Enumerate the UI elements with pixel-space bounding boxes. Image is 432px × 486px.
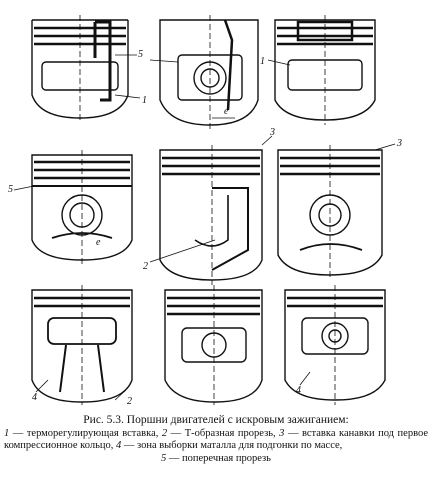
callout-5: 5 (138, 49, 143, 60)
legend-text: — зона выборки маталла для подгонки по м… (121, 440, 343, 451)
piston-drawing-9 (284, 285, 386, 405)
callout-1: 1 (260, 56, 265, 67)
callout-4: 4 (296, 385, 301, 396)
callout-1: 1 (142, 95, 147, 106)
legend-number: 3 (279, 427, 285, 439)
legend-text: — вставка канавки под первое компрессион… (4, 427, 429, 452)
caption-title: Рис. 5.3. Поршни двигателей с искровым з… (83, 414, 349, 426)
piston-drawing-5 (149, 135, 273, 285)
piston-drawing-4 (13, 150, 133, 265)
legend-text: — терморегулирующая вставка, (9, 427, 162, 439)
legend-text: — поперечная прорезь (166, 452, 271, 464)
callout-2: 2 (143, 261, 148, 272)
callout-2: 2 (127, 396, 132, 407)
piston-drawing-6 (277, 143, 396, 280)
legend-text: — Т-образная прорезь, (167, 427, 280, 439)
callout-5: 5 (8, 184, 13, 195)
piston-drawing-1 (31, 15, 141, 122)
callout-e: e (96, 237, 101, 248)
legend-number: 4 (115, 440, 122, 451)
piston-drawings-figure: 5 1 e 1 5 e 2 3 3 4 2 4 (8, 15, 402, 407)
legend-number: 2 (161, 427, 168, 439)
callout-3: 3 (270, 127, 275, 138)
piston-drawing-3 (267, 15, 376, 125)
legend-number: 5 (161, 452, 167, 464)
callout-4: 4 (32, 392, 37, 403)
callout-e: e (224, 106, 229, 117)
piston-drawing-2 (149, 15, 259, 130)
piston-drawing-7 (31, 285, 133, 405)
caption-legend-last: 5 — поперечная прорезь (4, 453, 428, 466)
callout-3: 3 (397, 138, 402, 149)
piston-drawing-8 (164, 285, 263, 405)
legend-number: 1 (4, 427, 10, 439)
caption-legend: 1 — терморегулирующая вставка, 2 — Т-обр… (4, 428, 428, 453)
figure-caption: Рис. 5.3. Поршни двигателей с искровым з… (4, 414, 428, 465)
